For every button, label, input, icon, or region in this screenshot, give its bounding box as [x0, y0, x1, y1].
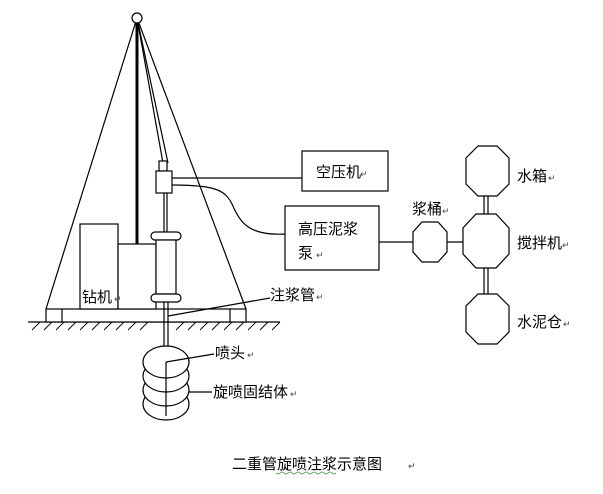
- rig-base: [45, 308, 247, 323]
- high-pressure-pump-label-line2: 泵: [298, 244, 313, 262]
- diagram-caption: 二重管旋喷注浆示意图: [232, 455, 382, 473]
- paragraph-mark: ↵: [562, 241, 570, 251]
- spellcheck-underline: [275, 471, 337, 475]
- paragraph-mark: ↵: [548, 174, 556, 184]
- nozzle-label: 喷头: [215, 344, 245, 362]
- paragraph-mark: ↵: [360, 170, 368, 180]
- pulley-icon: [131, 12, 143, 24]
- high-pressure-pump-label: 高压泥浆: [298, 220, 358, 238]
- paragraph-mark: ↵: [316, 293, 324, 303]
- jet-grout-body: [142, 345, 190, 421]
- drill-rig-label-group: 钻机 ↵: [82, 288, 122, 306]
- nozzle-label-group: 喷头 ↵: [165, 344, 255, 363]
- drill-rig-body: [79, 223, 157, 310]
- grout-pipe-label: 注浆管: [270, 286, 315, 304]
- mixer-label: 搅拌机: [517, 234, 562, 252]
- air-compressor-label: 空压机: [316, 163, 361, 181]
- caption-group: 二重管旋喷注浆示意图 ↵: [232, 455, 416, 475]
- paragraph-mark: ↵: [290, 390, 298, 400]
- paragraph-mark: ↵: [408, 462, 416, 472]
- slurry-bucket-label: 浆桶: [412, 200, 442, 218]
- mixer: 搅拌机 ↵: [462, 213, 570, 269]
- rig-tower: [45, 12, 247, 310]
- water-tank: 水箱 ↵: [465, 145, 556, 214]
- water-tank-label: 水箱: [517, 167, 547, 185]
- swivel-head: [155, 160, 173, 232]
- slurry-bucket: 浆桶 ↵: [379, 200, 466, 263]
- cement-silo-label: 水泥仓: [517, 313, 562, 331]
- drill-rig-label: 钻机: [82, 288, 112, 306]
- paragraph-mark: ↵: [563, 320, 571, 330]
- high-pressure-pump-box: 高压泥浆 泵 ↵: [171, 184, 380, 271]
- grout-pipe-label-group: 注浆管 ↵: [167, 286, 324, 317]
- jet-grout-body-label: 旋喷固结体: [213, 383, 288, 401]
- paragraph-mark: ↵: [114, 295, 122, 305]
- jet-grout-body-label-group: 旋喷固结体 ↵: [189, 383, 298, 401]
- air-compressor-box: 空压机 ↵: [172, 150, 389, 192]
- cement-silo: 水泥仓 ↵: [465, 268, 571, 345]
- ground: [28, 321, 281, 331]
- paragraph-mark: ↵: [247, 351, 255, 361]
- paragraph-mark: ↵: [442, 207, 450, 217]
- paragraph-mark: ↵: [316, 251, 324, 261]
- rotary-unit: [150, 231, 182, 303]
